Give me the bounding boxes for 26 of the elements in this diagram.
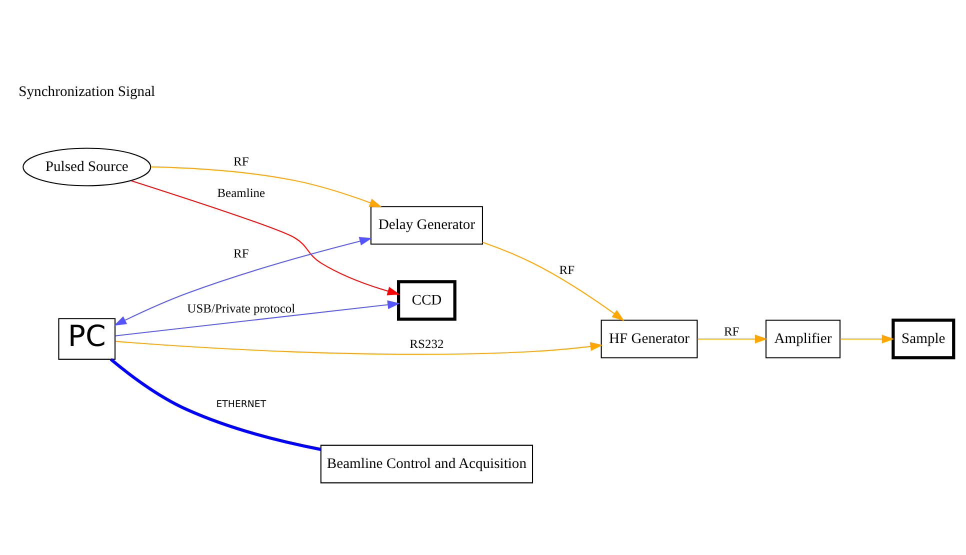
edge-label: RF: [234, 246, 249, 260]
label: Synchronization Signal: [18, 83, 156, 100]
node-box: Sample: [892, 318, 956, 359]
arrow: [115, 300, 400, 336]
node-box: Beamline Control and Acquisition: [320, 444, 534, 483]
edge-label: RS232: [410, 336, 444, 350]
arrow: [115, 340, 603, 354]
node-box: Delay Generator: [370, 206, 483, 244]
edge-label: Beamline: [217, 185, 266, 200]
edge-label: ETHERNET: [216, 398, 266, 410]
arrow: [114, 236, 372, 326]
node-box: HF Generator: [600, 319, 698, 358]
node-ellipse: Pulsed Source: [22, 147, 152, 186]
connector: [110, 358, 322, 450]
arrow: [840, 334, 894, 343]
node-box: Amplifier: [766, 319, 841, 358]
arrow: [150, 166, 382, 207]
arrow: [131, 180, 400, 295]
arrow: [697, 334, 768, 343]
node-box: CCD: [397, 280, 456, 320]
edge-label: RF: [724, 324, 740, 338]
edge-label: RF: [234, 154, 249, 168]
edge-label: USB/Private protocol: [187, 301, 296, 316]
arrow: [482, 241, 624, 320]
node-box: PC: [58, 318, 116, 360]
edge-label: RF: [559, 262, 575, 276]
